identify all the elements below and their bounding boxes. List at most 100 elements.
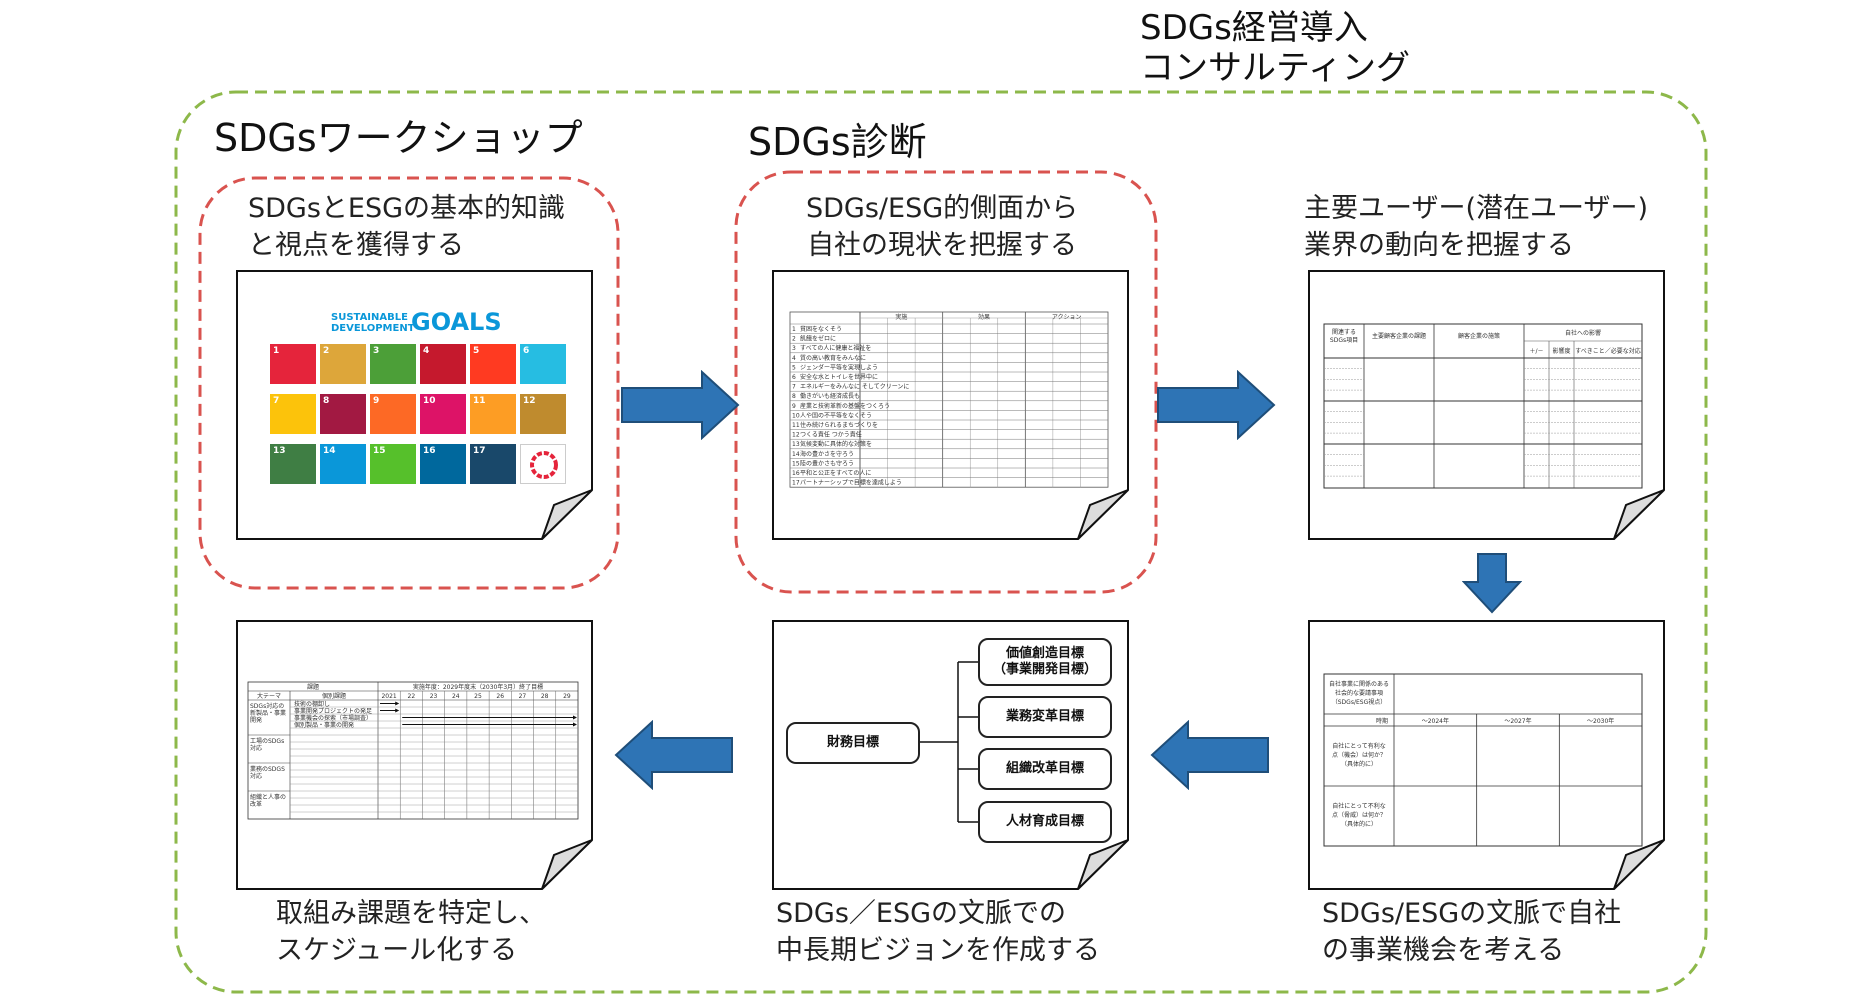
svg-text:6: 6 (792, 374, 796, 381)
opportunity-row-header: 社会的な要請事項 (1335, 689, 1383, 697)
svg-text:9: 9 (792, 403, 796, 410)
schedule-theme-label: SDGs対応の (250, 702, 284, 710)
workshop-label: SDGsワークショップ (214, 116, 583, 160)
schedule-year-header: 26 (496, 693, 504, 700)
schedule-theme-label: 改革 (250, 800, 262, 808)
diagnosis-row-label: 陸の豊かさも守ろう (800, 459, 854, 467)
diagnosis-row-label: 飢餓をゼロに (800, 335, 836, 343)
diagnosis-row-label: ジェンダー平等を実現しよう (800, 363, 878, 371)
trend-col-header: 主要顧客企業の課題 (1372, 332, 1426, 340)
svg-text:2: 2 (792, 336, 796, 343)
schedule-document: 課題 実施年度：2029年度末（2030年3月）終了目標大テーマ 個別課題 2021 2… (236, 620, 594, 890)
opportunity-table: 自社事業に関係のある社会的な要請事項（SDGs/ESG視点）時期～2024年～2… (1322, 672, 1652, 852)
schedule-top-header: 課題 (307, 683, 319, 691)
value-creation-goal-node: 価値創造目標 （事業開発目標） (978, 638, 1112, 686)
diagnosis-row-label: つくる責任 つかう責任 (800, 431, 862, 439)
diagnosis-col-header: 効果 (978, 313, 990, 321)
schedule-task-label: 事業開発プロジェクトの発足 (294, 707, 372, 715)
sdg-goal-tile-10: 10 (420, 394, 466, 434)
opportunity-row-label: （具体的に） (1341, 820, 1377, 828)
svg-text:7: 7 (792, 384, 796, 391)
sdg-goal-tile-3: 3 (370, 344, 416, 384)
diagnosis-row-label: パートナーシップで目標を達成しよう (800, 479, 902, 487)
opportunity-row-label: 自社にとって不利な (1332, 802, 1386, 810)
schedule-theme-label: 工場のSDGs (250, 737, 284, 745)
schedule-year-header: 2021 (381, 693, 396, 700)
schedule-theme-label: 組織と人事の (250, 793, 286, 801)
opportunity-row-header: 自社事業に関係のある (1329, 680, 1389, 688)
financial-goal-node: 財務目標 (786, 722, 920, 764)
schedule-theme-label: 対応 (250, 772, 262, 780)
schedule-theme-label: 開発 (250, 716, 262, 724)
trend-sub-header: 影響度 (1552, 347, 1570, 355)
schedule-col-header: 大テーマ (257, 692, 281, 700)
step6-caption: 取組み課題を特定し、 スケジュール化する (276, 898, 546, 966)
schedule-top-header: 実施年度：2029年度末（2030年3月）終了目標 (413, 683, 543, 691)
sdg-goal-tile-6: 6 (520, 344, 566, 384)
svg-text:10: 10 (792, 412, 800, 419)
schedule-task-label: 事業機会の探索（市場調査） (294, 714, 372, 722)
sdg-goal-tile-12: 12 (520, 394, 566, 434)
opportunity-period: ～2024年 (1422, 717, 1449, 725)
diagnosis-row-label: 海の豊かさを守ろう (800, 450, 854, 458)
sdg-logo-goals: GOALS (411, 308, 502, 336)
trend-col-header: 関連する (1332, 328, 1356, 336)
arrow-step3-to-step4 (1462, 553, 1522, 614)
sdg-goal-tile-14: 14 (320, 444, 366, 484)
svg-text:5: 5 (792, 364, 796, 371)
diagnosis-col-header: 実施 (895, 313, 907, 321)
sdg-goal-tile-13: 13 (270, 444, 316, 484)
step4-caption: SDGs/ESGの文脈で自社 の事業機会を考える (1322, 898, 1622, 966)
diagnosis-row-label: 質の高い教育をみんなに (800, 354, 866, 362)
schedule-theme-label: 対応 (250, 744, 262, 752)
trend-col-header: SDGs項目 (1330, 337, 1358, 344)
schedule-year-header: 29 (563, 693, 571, 700)
svg-text:3: 3 (792, 345, 796, 352)
opportunity-period-label: 時期 (1376, 717, 1388, 725)
svg-text:14: 14 (792, 451, 800, 458)
sdg-goal-tile-18 (520, 444, 566, 484)
sdg-goal-tile-4: 4 (420, 344, 466, 384)
diagnosis-row-label: 平和と公正をすべての人に (800, 469, 871, 477)
diagnosis-label: SDGs診断 (748, 120, 927, 164)
schedule-table: 課題 実施年度：2029年度末（2030年3月）終了目標大テーマ 個別課題 2021 2… (246, 680, 584, 830)
diagnosis-row-label: 貧困をなくそう (800, 325, 842, 333)
trend-sub-header: ＋/－ (1529, 348, 1543, 355)
schedule-year-header: 27 (519, 693, 527, 700)
schedule-col-header: 個別課題 (322, 692, 346, 700)
schedule-year-header: 22 (408, 693, 416, 700)
opportunity-row-label: 点（機会）は何か？ (1332, 751, 1386, 759)
sdg-goal-tile-11: 11 (470, 394, 516, 434)
diagnosis-col-header: アクション (1052, 314, 1082, 321)
business-transformation-goal-node: 業務変革目標 (978, 696, 1112, 738)
opportunity-row-label: 自社にとって有利な (1332, 742, 1386, 750)
sdg-goal-tile-1: 1 (270, 344, 316, 384)
sdg-goal-tile-5: 5 (470, 344, 516, 384)
diagnosis-row-label: 気候変動に具体的な対策を (800, 440, 872, 448)
schedule-year-header: 28 (541, 693, 549, 700)
opportunity-period: ～2027年 (1504, 717, 1531, 725)
svg-text:8: 8 (792, 393, 796, 400)
svg-text:1: 1 (792, 326, 796, 333)
sdg-logo-text: SUSTAINABLE DEVELOPMENT (331, 312, 415, 334)
sdg-goal-tile-7: 7 (270, 394, 316, 434)
svg-text:13: 13 (792, 441, 800, 448)
diagnosis-row-label: エネルギーをみんなに そしてクリーンに (800, 384, 909, 391)
schedule-year-header: 23 (430, 693, 438, 700)
diagnosis-row-label: 住み続けられるまちづくりを (800, 421, 878, 429)
sdg-goal-tile-17: 17 (470, 444, 516, 484)
trend-col-header: 自社への影響 (1565, 329, 1601, 337)
diagnosis-row-label: 働きがいも経済成長も (800, 392, 860, 400)
schedule-task-label: 技術の棚卸し (294, 700, 330, 708)
diagnosis-row-label: すべての人に健康と福祉を (800, 344, 871, 352)
logo-line1: SUSTAINABLE (331, 312, 408, 323)
hr-development-goal-node: 人材育成目標 (978, 801, 1112, 843)
opportunity-document: 自社事業に関係のある社会的な要請事項（SDGs/ESG視点）時期～2024年～2… (1308, 620, 1666, 890)
svg-text:17: 17 (792, 480, 800, 487)
opportunity-period: ～2030年 (1587, 717, 1614, 725)
opportunity-row-label: 点（脅威）は何か？ (1332, 811, 1386, 819)
